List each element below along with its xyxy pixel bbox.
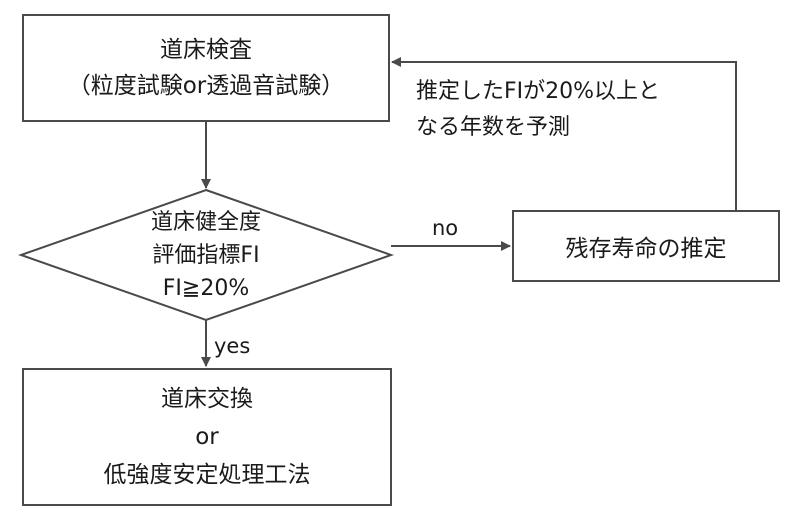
replacement-line-3: 低強度安定処理工法	[103, 462, 311, 488]
replacement-box: 道床交換 or 低強度安定処理工法	[22, 368, 392, 506]
replacement-line-1: 道床交換	[161, 386, 253, 412]
decision-label: 道床健全度 評価指標FI FI≧20%	[20, 190, 392, 320]
remaining-life-estimate-box: 残存寿命の推定	[512, 210, 780, 282]
decision-condition: FI≧20%	[162, 275, 250, 301]
inspection-title: 道床検査	[160, 37, 252, 63]
feedback-annotation-line-2: なる年数を予測	[416, 115, 571, 140]
inspection-methods: （粒度試験or透過音試験）	[67, 73, 345, 99]
decision-line-1: 道床健全度	[150, 209, 261, 235]
replacement-line-2: or	[195, 424, 219, 450]
inspection-box: 道床検査 （粒度試験or透過音試験）	[22, 14, 390, 122]
decision-line-2: 評価指標FI	[152, 242, 260, 268]
arrow-estimate-feedback-to-inspection	[391, 57, 737, 210]
no-edge-label: no	[432, 216, 459, 240]
estimate-label: 残存寿命の推定	[565, 236, 727, 262]
feedback-annotation: 推定したFIが20%以上と なる年数を予測	[416, 74, 660, 146]
yes-edge-label: yes	[214, 334, 251, 358]
feedback-annotation-line-1: 推定したFIが20%以上と	[416, 79, 661, 104]
